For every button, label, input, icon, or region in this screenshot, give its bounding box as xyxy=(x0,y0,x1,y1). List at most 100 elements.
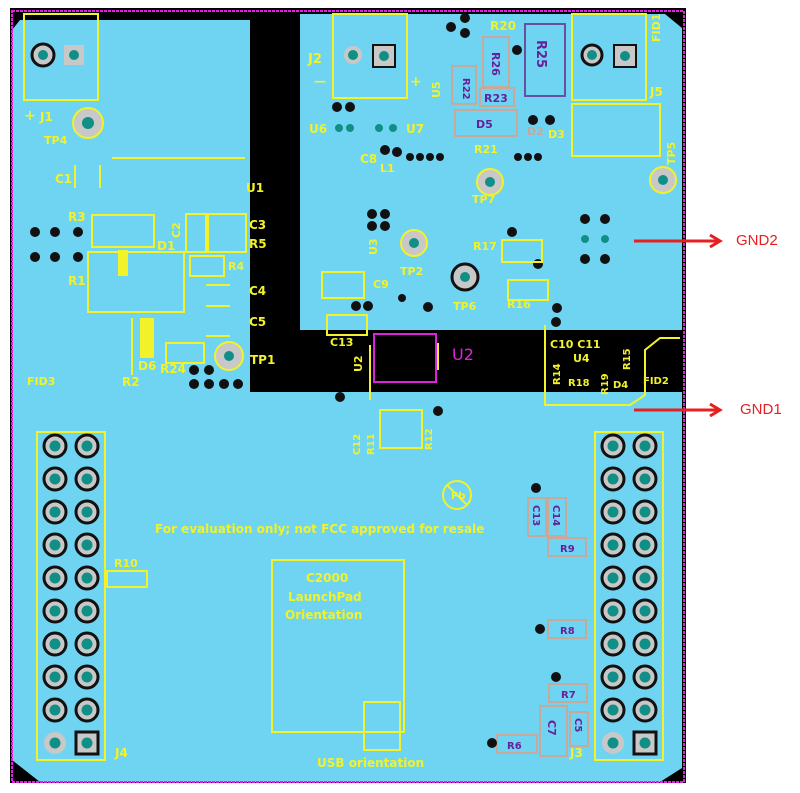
c13-outline xyxy=(326,314,368,336)
gnd2-label: GND2 xyxy=(736,232,778,249)
u2-outline xyxy=(373,333,437,383)
tp6-label: TP6 xyxy=(453,300,477,313)
u5-label: U5 xyxy=(430,81,443,98)
r11-label: R11 xyxy=(366,433,377,455)
j4-pins-drill xyxy=(49,440,61,452)
j3-pins-drill xyxy=(607,473,619,485)
j3-pins-drill xyxy=(607,605,619,617)
j3-pins-drill xyxy=(607,638,619,650)
gnd2-arrow-icon xyxy=(634,233,723,249)
r2-label: R2 xyxy=(122,375,140,389)
c13-bottom-label: C13 xyxy=(530,505,541,526)
r8-bottom-label: R8 xyxy=(560,626,575,637)
r9-bottom-outline xyxy=(547,537,587,557)
u7-label: U7 xyxy=(406,122,424,136)
c8-label: C8 xyxy=(360,152,377,166)
r14-label: R14 xyxy=(552,363,563,385)
j1-drill-2 xyxy=(69,50,79,60)
j4-pins-drill xyxy=(49,605,61,617)
c3-r5-outline xyxy=(207,213,247,253)
r17-label: R17 xyxy=(473,240,497,253)
void-u2-channel xyxy=(250,333,682,392)
tp1-drill xyxy=(224,351,234,361)
j3-pins-drill xyxy=(607,704,619,716)
d1-mark xyxy=(118,250,128,276)
c12-label: C12 xyxy=(352,434,363,455)
j2-label: J2 xyxy=(307,52,322,67)
d3-label: D3 xyxy=(548,128,565,141)
fid3-label: FID3 xyxy=(27,375,55,388)
j2-outline xyxy=(332,13,408,99)
j3-pins-drill xyxy=(639,473,651,485)
r3-label: R3 xyxy=(68,210,86,224)
r22-label: R22 xyxy=(460,78,471,100)
j2-minus-label: — xyxy=(314,74,326,88)
u6-u7-pads xyxy=(335,124,397,132)
j4-pin-array xyxy=(42,433,100,756)
launchpad-text-1: C2000 xyxy=(306,571,348,585)
d6-mark xyxy=(140,318,154,358)
c9-outline xyxy=(321,271,365,299)
pb-free-slash xyxy=(446,484,468,506)
j3-pins-drill xyxy=(639,605,651,617)
j3-pins-drill xyxy=(607,671,619,683)
via-array-gnd2 xyxy=(580,214,610,264)
copper-pour-bottom xyxy=(12,390,682,782)
r23-label: R23 xyxy=(484,92,508,105)
copper-pour-left xyxy=(12,20,250,390)
u6-label: U6 xyxy=(309,122,327,136)
d1-label: D1 xyxy=(157,239,175,253)
r6-bottom-outline xyxy=(496,734,538,754)
j1-drill-1 xyxy=(38,50,48,60)
r3-outline xyxy=(91,214,155,248)
r10-outline xyxy=(106,570,148,588)
j3-pins-drill xyxy=(607,440,619,452)
j4-pins-drill xyxy=(49,671,61,683)
u1-label: U1 xyxy=(246,181,264,195)
j3-pin-array xyxy=(600,433,658,756)
j4-pins-drill xyxy=(81,704,93,716)
c13-label: C13 xyxy=(330,336,353,349)
c10-c11-label: C10 C11 xyxy=(550,338,601,351)
launchpad-orientation-box xyxy=(271,559,405,733)
l1-label: L1 xyxy=(380,162,395,175)
j4-pins-drill xyxy=(49,473,61,485)
j3-pins-drill xyxy=(639,440,651,452)
pb-free-icon xyxy=(442,480,472,510)
j4-pins-drill xyxy=(49,737,61,749)
r7-bottom-label: R7 xyxy=(561,690,576,701)
c5-bottom-outline xyxy=(569,711,589,747)
d4-label: D4 xyxy=(613,380,628,391)
c7-bottom-label: C7 xyxy=(545,720,558,736)
u4-label: U4 xyxy=(573,352,590,365)
j3-pins-drill xyxy=(607,572,619,584)
c2-label: C2 xyxy=(170,222,183,238)
tp2-drill xyxy=(409,238,419,248)
c13-bottom-outline xyxy=(527,497,547,537)
pb-free-label: Pb xyxy=(451,491,466,502)
tp5-label: TP5 xyxy=(665,142,678,165)
via-cluster-top xyxy=(332,13,555,161)
r4-label: R4 xyxy=(228,260,244,273)
j4-pins-drill xyxy=(49,506,61,518)
j4-pins-drill xyxy=(81,506,93,518)
j3-pins-drill xyxy=(639,506,651,518)
r4-outline xyxy=(189,255,225,277)
j4-pins-drill xyxy=(81,638,93,650)
via-cluster-j3 xyxy=(487,483,561,748)
c5-bottom-label: C5 xyxy=(572,718,583,732)
j3-pins-drill xyxy=(607,539,619,551)
r10-label: R10 xyxy=(114,557,138,570)
j3-pins-drill xyxy=(639,539,651,551)
c9-label: C9 xyxy=(373,278,389,291)
r16-label: R16 xyxy=(507,298,531,311)
usb-orientation-box xyxy=(363,701,401,751)
d5-label: D5 xyxy=(476,118,493,131)
tp1-label: TP1 xyxy=(250,353,275,367)
r24-outline xyxy=(165,342,205,364)
r1-label: R1 xyxy=(68,274,86,288)
j4-pins-drill xyxy=(49,638,61,650)
j3-pins-drill xyxy=(639,737,651,749)
tp7-label: TP7 xyxy=(472,193,495,206)
via-cluster-u3 xyxy=(351,209,562,327)
